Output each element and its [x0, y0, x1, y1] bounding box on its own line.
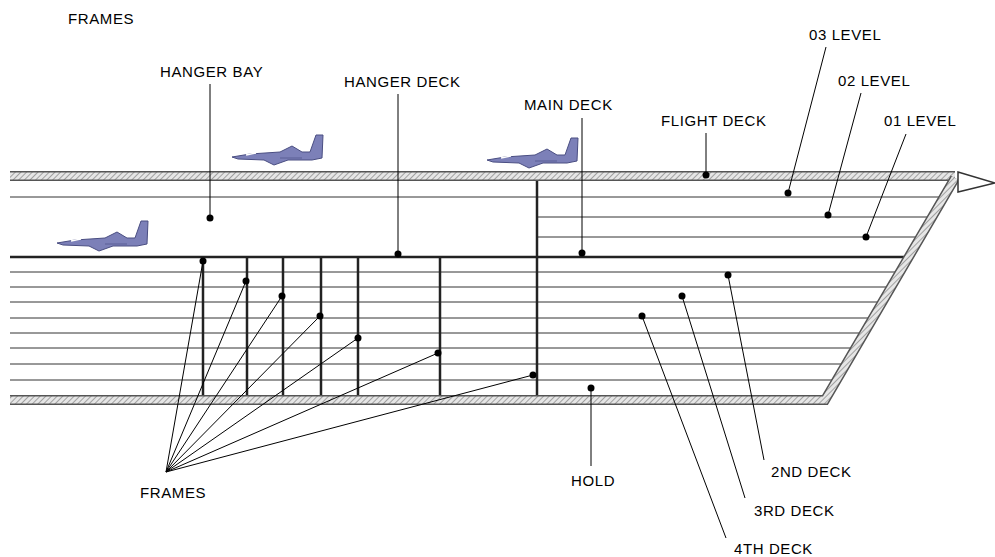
deck-line — [10, 197, 944, 198]
bow-tip — [958, 172, 995, 192]
deck-line — [10, 333, 864, 334]
hangar-deck-line — [10, 256, 909, 259]
leader-lines — [166, 47, 906, 538]
bulkhead — [536, 180, 539, 396]
deck-line — [10, 364, 846, 365]
part-label: 2ND DECK — [771, 463, 852, 480]
part-label: FRAMES — [140, 484, 206, 501]
deck-line — [10, 302, 882, 303]
diagram-title: FRAMES — [68, 10, 134, 27]
deck-lines — [10, 197, 944, 380]
jet-icon — [232, 135, 323, 165]
part-label: HANGER DECK — [344, 73, 461, 90]
part-label: 01 LEVEL — [884, 112, 956, 129]
deck-line — [10, 380, 837, 381]
part-label: FLIGHT DECK — [661, 112, 767, 129]
part-label: HOLD — [571, 472, 615, 489]
deck-line — [537, 217, 932, 218]
part-label: 4TH DECK — [734, 540, 813, 557]
part-label: 3RD DECK — [754, 502, 835, 519]
hull-band — [10, 178, 955, 400]
jet-icon — [487, 138, 578, 168]
deck-line — [10, 318, 873, 319]
part-label: HANGER BAY — [160, 63, 263, 80]
jet-icon — [57, 221, 148, 251]
part-label: MAIN DECK — [524, 96, 613, 113]
deck-line — [10, 272, 900, 273]
flight-deck-band — [10, 171, 955, 181]
part-label: 03 LEVEL — [809, 26, 881, 43]
part-label: 02 LEVEL — [838, 72, 910, 89]
frame-lines — [203, 257, 440, 396]
deck-line — [10, 348, 855, 349]
leader-dots — [200, 172, 870, 392]
deck-line — [10, 287, 891, 288]
